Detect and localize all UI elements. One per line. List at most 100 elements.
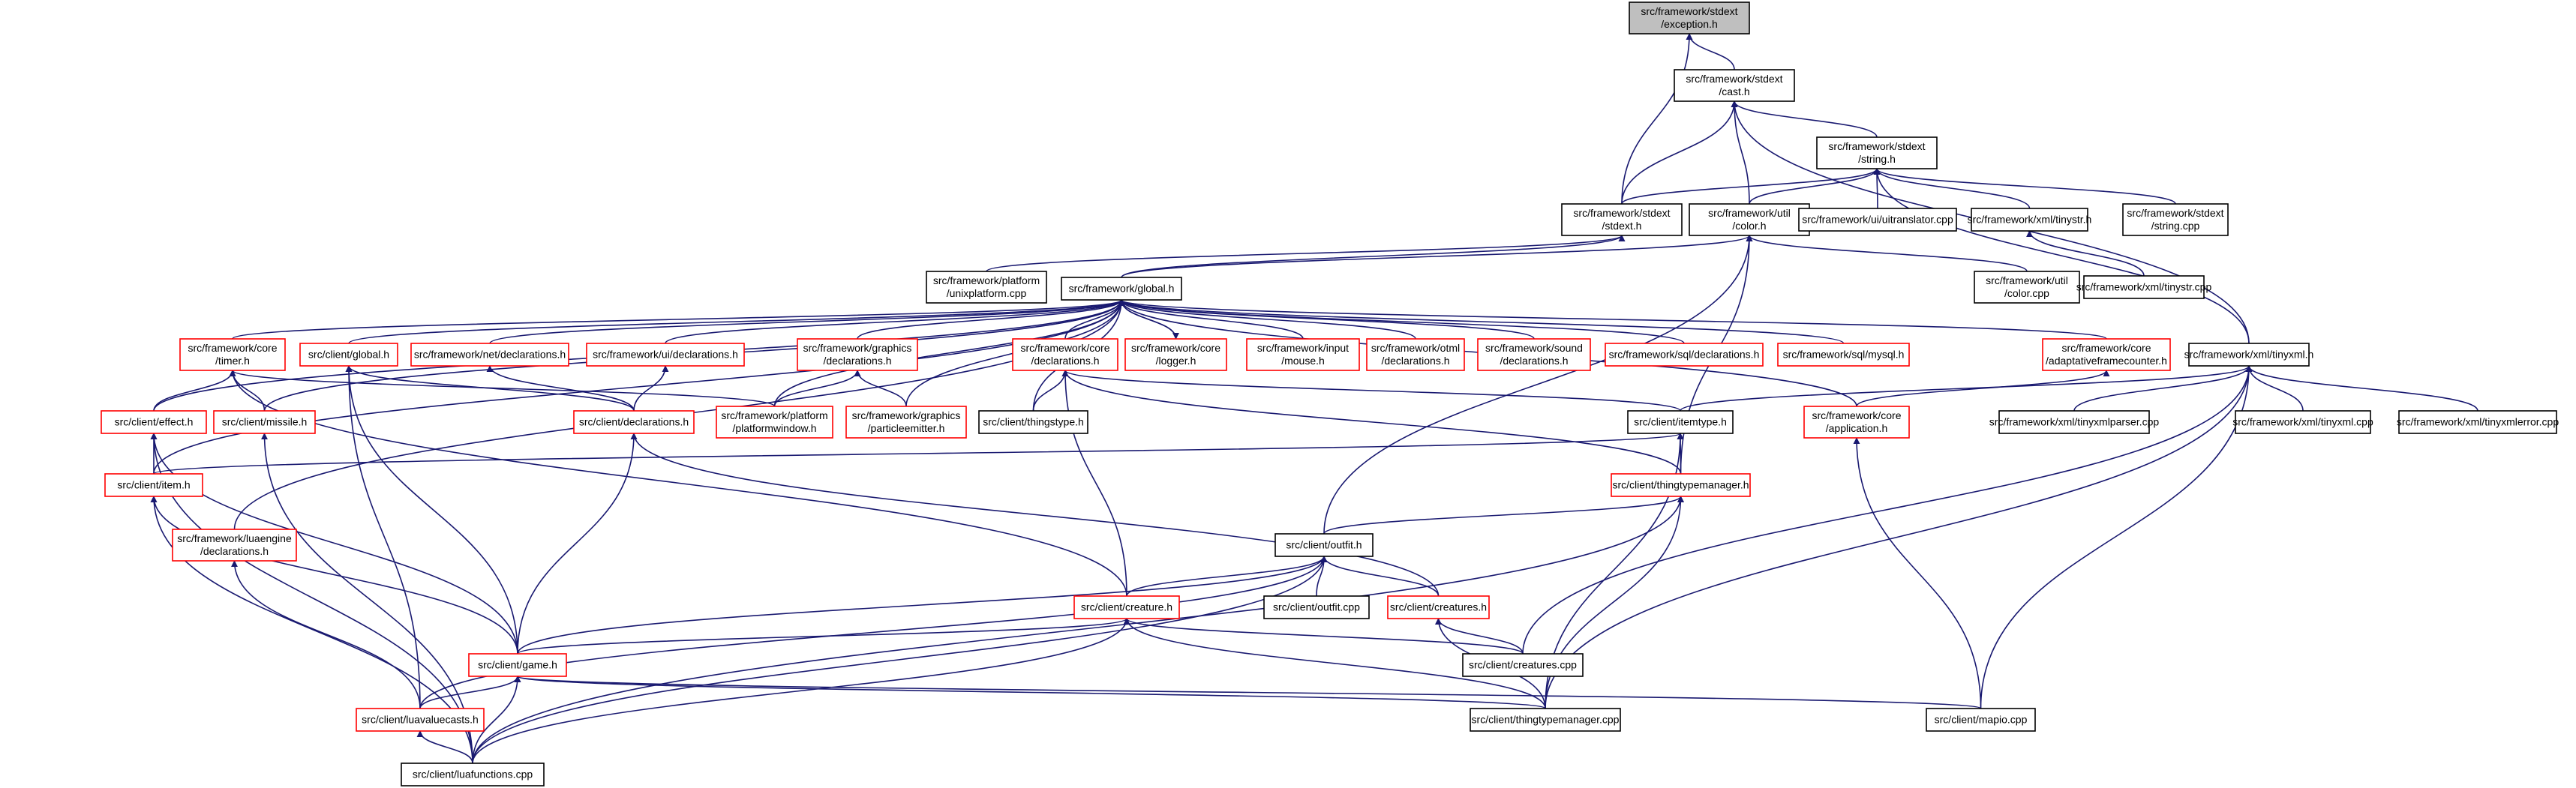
node-ui-decl[interactable]: src/framework/ui/declarations.h bbox=[586, 343, 745, 367]
node-mouse[interactable]: src/framework/input/mouse.h bbox=[1246, 338, 1360, 371]
node-label: /adaptativeframecounter.h bbox=[2046, 355, 2167, 367]
node-luaengine-decl[interactable]: src/framework/luaengine/declarations.h bbox=[172, 529, 297, 562]
node-box bbox=[978, 410, 1088, 434]
edge-sql_decl-to-global_fw bbox=[1118, 299, 1685, 344]
edge-tinystr_cpp-to-tinystr_h bbox=[2026, 230, 2145, 277]
node-label: src/framework/stdext bbox=[1573, 207, 1670, 219]
node-timer[interactable]: src/framework/core/timer.h bbox=[179, 338, 286, 371]
node-stdext[interactable]: src/framework/stdext/stdext.h bbox=[1561, 203, 1683, 236]
node-label: src/client/effect.h bbox=[115, 416, 194, 428]
edge-outfit_h-to-thingtypemanager_h bbox=[1323, 496, 1684, 535]
edge-client_decl-to-net_decl bbox=[486, 365, 635, 412]
node-game[interactable]: src/client/game.h bbox=[468, 653, 567, 677]
node-label: /color.h bbox=[1732, 220, 1766, 232]
node-label: src/framework/input bbox=[1257, 342, 1349, 354]
node-outfit-h[interactable]: src/client/outfit.h bbox=[1274, 533, 1374, 557]
node-tinyxml-cpp[interactable]: src/framework/xml/tinyxml.cpp bbox=[2232, 410, 2373, 434]
node-label: src/framework/util bbox=[1986, 274, 2068, 286]
node-otml-decl[interactable]: src/framework/otml/declarations.h bbox=[1366, 338, 1465, 371]
node-mapio[interactable]: src/client/mapio.cpp bbox=[1926, 708, 2036, 732]
node-label: src/client/mapio.cpp bbox=[1935, 714, 2028, 726]
edge-mapio-to-tinyxml_h bbox=[1980, 365, 2253, 709]
node-label: /declarations.h bbox=[1031, 355, 1099, 367]
node-creatures-h[interactable]: src/client/creatures.h bbox=[1387, 595, 1490, 619]
node-box bbox=[104, 473, 203, 497]
node-luavaluecasts[interactable]: src/client/luavaluecasts.h bbox=[356, 708, 485, 732]
edge-color-to-string bbox=[1749, 168, 1881, 205]
node-color-cpp[interactable]: src/framework/util/color.cpp bbox=[1974, 271, 2080, 304]
node-box bbox=[1470, 708, 1621, 732]
node-label: src/framework/graphics bbox=[803, 342, 912, 354]
node-color[interactable]: src/framework/util/color.h bbox=[1689, 203, 1810, 236]
node-application[interactable]: src/framework/core/application.h bbox=[1803, 406, 1910, 439]
node-label: src/framework/sql/declarations.h bbox=[1609, 349, 1760, 361]
node-label: src/framework/platform bbox=[721, 409, 827, 421]
node-label: src/client/missile.h bbox=[222, 416, 308, 428]
edge-itemtype-to-tinyxml_h bbox=[1680, 365, 2253, 412]
node-label: src/framework/core bbox=[1131, 342, 1220, 354]
node-adaptive[interactable]: src/framework/core/adaptativeframecounte… bbox=[2042, 338, 2171, 371]
edge-item-to-itemtype bbox=[153, 433, 1683, 475]
node-net-decl[interactable]: src/framework/net/declarations.h bbox=[410, 343, 569, 367]
node-box bbox=[1777, 343, 1910, 367]
node-luafunctions[interactable]: src/client/luafunctions.cpp bbox=[401, 763, 545, 787]
node-box bbox=[586, 343, 745, 367]
node-label: src/framework/core bbox=[1812, 409, 1901, 421]
node-graphics-decl[interactable]: src/framework/graphics/declarations.h bbox=[797, 338, 918, 371]
node-box bbox=[1263, 595, 1370, 619]
node-thingtypemanager-h[interactable]: src/client/thingtypemanager.h bbox=[1611, 473, 1751, 497]
node-uitranslator[interactable]: src/framework/ui/uitranslator.cpp bbox=[1798, 208, 1957, 232]
edge-luafunctions-to-thingtypemanager_h bbox=[472, 496, 1684, 764]
node-exception[interactable]: src/framework/stdext/exception.h bbox=[1629, 1, 1750, 34]
edge-tinyxmlparser-to-tinyxml_h bbox=[2073, 365, 2253, 412]
node-unixplatform[interactable]: src/framework/platform/unixplatform.cpp bbox=[926, 271, 1047, 304]
node-platformwindow[interactable]: src/framework/platform/platformwindow.h bbox=[716, 406, 833, 439]
edge-item-to-global_fw bbox=[153, 299, 1125, 475]
node-outfit-cpp[interactable]: src/client/outfit.cpp bbox=[1263, 595, 1370, 619]
node-string[interactable]: src/framework/stdext/string.h bbox=[1816, 136, 1938, 169]
edge-game-to-item bbox=[150, 496, 518, 655]
node-tinystr-cpp[interactable]: src/framework/xml/tinystr.cpp bbox=[2076, 275, 2212, 299]
node-creatures-cpp[interactable]: src/client/creatures.cpp bbox=[1462, 653, 1584, 677]
node-client-decl[interactable]: src/client/declarations.h bbox=[573, 410, 695, 434]
node-label: /exception.h bbox=[1661, 18, 1718, 30]
node-box bbox=[1674, 69, 1795, 102]
node-tinystr-h[interactable]: src/framework/xml/tinystr.h bbox=[1968, 208, 2092, 232]
node-core-decl[interactable]: src/framework/core/declarations.h bbox=[1012, 338, 1118, 371]
node-label: src/framework/xml/tinystr.cpp bbox=[2076, 281, 2212, 293]
node-label: src/framework/luaengine bbox=[177, 532, 292, 544]
edge-string-to-cast bbox=[1731, 100, 1878, 138]
node-label: src/client/game.h bbox=[478, 659, 557, 671]
node-label: /cast.h bbox=[1719, 85, 1749, 97]
node-box bbox=[2122, 203, 2229, 236]
edge-tinystr_h-to-string bbox=[1873, 168, 2031, 209]
edge-creature-to-outfit_h bbox=[1126, 556, 1328, 597]
node-thingstype[interactable]: src/client/thingstype.h bbox=[978, 410, 1088, 434]
node-thingtypemanager-cpp[interactable]: src/client/thingtypemanager.cpp bbox=[1470, 708, 1621, 732]
edge-effect-to-timer bbox=[153, 370, 236, 412]
node-particleemitter[interactable]: src/framework/graphics/particleemitter.h bbox=[845, 406, 967, 439]
node-mysql[interactable]: src/framework/sql/mysql.h bbox=[1777, 343, 1910, 367]
node-sound-decl[interactable]: src/framework/sound/declarations.h bbox=[1477, 338, 1591, 371]
edge-timer-to-global_fw bbox=[232, 299, 1125, 340]
node-box bbox=[213, 410, 316, 434]
edge-creature-to-core_decl bbox=[1061, 370, 1127, 597]
node-label: src/client/thingstype.h bbox=[983, 416, 1084, 428]
node-item[interactable]: src/client/item.h bbox=[104, 473, 203, 497]
node-tinyxmlerror[interactable]: src/framework/xml/tinyxmlerror.cpp bbox=[2397, 410, 2559, 434]
node-sql-decl[interactable]: src/framework/sql/declarations.h bbox=[1605, 343, 1764, 367]
node-missile[interactable]: src/client/missile.h bbox=[213, 410, 316, 434]
node-itemtype[interactable]: src/client/itemtype.h bbox=[1627, 410, 1734, 434]
node-client-global[interactable]: src/client/global.h bbox=[299, 343, 398, 367]
node-string-cpp[interactable]: src/framework/stdext/string.cpp bbox=[2122, 203, 2229, 236]
node-global-fw[interactable]: src/framework/global.h bbox=[1061, 277, 1182, 301]
node-box bbox=[1998, 410, 2150, 434]
node-logger[interactable]: src/framework/core/logger.h bbox=[1124, 338, 1227, 371]
node-effect[interactable]: src/client/effect.h bbox=[101, 410, 207, 434]
edge-luafunctions-to-creature bbox=[472, 618, 1130, 764]
node-creature[interactable]: src/client/creature.h bbox=[1073, 595, 1180, 619]
node-tinyxml-h[interactable]: src/framework/xml/tinyxml.h bbox=[2184, 343, 2314, 367]
node-tinyxmlparser[interactable]: src/framework/xml/tinyxmlparser.cpp bbox=[1989, 410, 2160, 434]
node-cast[interactable]: src/framework/stdext/cast.h bbox=[1674, 69, 1795, 102]
node-box bbox=[468, 653, 567, 677]
